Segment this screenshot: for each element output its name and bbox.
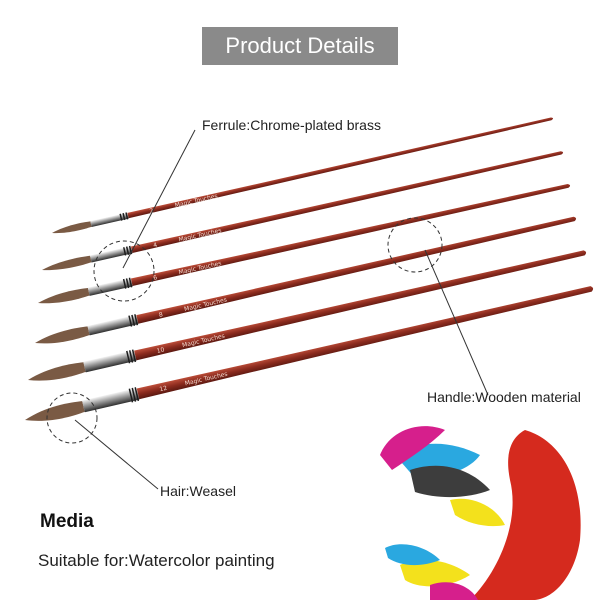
brush-brand-label: Magic Touches bbox=[174, 193, 218, 210]
brush-hair bbox=[52, 221, 92, 234]
brush-1: 2 Magic Touches bbox=[52, 117, 554, 234]
paint-splash-image bbox=[380, 426, 581, 600]
brush-hair bbox=[28, 362, 86, 381]
brush-ferrule-ring bbox=[128, 350, 134, 363]
handle-callout-label: Handle:Wooden material bbox=[427, 389, 581, 405]
brush-ferrule-ring bbox=[126, 350, 131, 364]
brush-ferrule-ring bbox=[119, 213, 123, 221]
hair-leader-line bbox=[74, 419, 159, 490]
brush-hair bbox=[25, 401, 85, 421]
paint-splash-magenta-bottom bbox=[430, 582, 478, 600]
brush-ferrule-ring bbox=[125, 246, 130, 255]
brush-2: 4 Magic Touches bbox=[42, 151, 564, 271]
brush-hair bbox=[38, 288, 90, 304]
brush-size-label: 4 bbox=[153, 242, 158, 250]
brush-handle bbox=[127, 117, 554, 219]
brush-ferrule-ring bbox=[125, 278, 130, 289]
brush-ferrule bbox=[90, 212, 129, 228]
brush-ferrule bbox=[87, 314, 139, 336]
brush-handle bbox=[130, 183, 571, 287]
paint-splash-red bbox=[470, 430, 581, 600]
brush-size-label: 12 bbox=[159, 385, 168, 394]
brush-ferrule-ring bbox=[122, 278, 127, 289]
media-suitable-text: Suitable for:Watercolor painting bbox=[38, 551, 275, 570]
ferrule-leader-line bbox=[122, 129, 196, 269]
brush-3: 6 Magic Touches bbox=[38, 183, 571, 304]
brush-ferrule-ring bbox=[131, 349, 137, 363]
brush-ferrule-ring bbox=[125, 212, 129, 220]
ferrule-callout-label: Ferrule:Chrome-plated brass bbox=[202, 117, 381, 133]
brush-4: 8 Magic Touches bbox=[35, 216, 577, 344]
brush-ferrule bbox=[87, 278, 133, 296]
paint-splash-yellow bbox=[450, 498, 505, 527]
media-heading: Media bbox=[40, 511, 94, 532]
brush-brand-label: Magic Touches bbox=[181, 333, 225, 350]
brush-ferrule bbox=[83, 350, 137, 373]
paint-splash-yellow-bottom bbox=[400, 559, 470, 587]
handle-callout-circle bbox=[387, 217, 443, 273]
paint-splash-cyan-bottom bbox=[385, 544, 440, 566]
product-details-banner: Product Details bbox=[202, 27, 398, 65]
brush-size-label: 6 bbox=[153, 274, 158, 282]
ferrule-callout-circle bbox=[93, 240, 155, 302]
brush-ferrule-ring bbox=[134, 387, 140, 402]
brush-size-label: 2 bbox=[149, 207, 154, 215]
paint-splash-magenta bbox=[380, 426, 445, 470]
brush-ferrule-ring bbox=[134, 314, 139, 326]
brush-brand-label: Magic Touches bbox=[178, 227, 222, 243]
brush-handle bbox=[131, 151, 564, 253]
brush-handle bbox=[136, 286, 594, 400]
brush-ferrule-ring bbox=[131, 387, 137, 402]
hair-callout-label: Hair:Weasel bbox=[160, 483, 236, 499]
brush-handle bbox=[134, 250, 587, 361]
brush-ferrule-ring bbox=[123, 247, 127, 256]
brush-ferrule-ring bbox=[128, 388, 134, 403]
brush-6: 12 Magic Touches bbox=[25, 286, 594, 421]
paint-splash-gray bbox=[410, 465, 490, 498]
brush-hair bbox=[42, 255, 92, 271]
brush-handle bbox=[136, 216, 577, 324]
brush-ferrule-ring bbox=[128, 277, 133, 288]
brush-ferrule-ring bbox=[128, 315, 133, 327]
brush-ferrule-ring bbox=[131, 314, 136, 327]
hair-callout-circle bbox=[46, 392, 98, 444]
brush-ferrule bbox=[89, 246, 133, 263]
brush-ferrule bbox=[82, 387, 140, 413]
brush-ferrule-ring bbox=[122, 212, 126, 221]
brush-size-label: 8 bbox=[158, 311, 163, 319]
handle-leader-line bbox=[424, 249, 489, 396]
banner-title: Product Details bbox=[225, 33, 375, 58]
callout-leaders bbox=[46, 129, 489, 490]
brush-brand-label: Magic Touches bbox=[184, 296, 228, 313]
brush-hair bbox=[35, 326, 90, 344]
brush-5: 10 Magic Touches bbox=[28, 250, 587, 381]
brush-brand-label: Magic Touches bbox=[178, 260, 222, 276]
brush-size-label: 10 bbox=[156, 346, 165, 355]
